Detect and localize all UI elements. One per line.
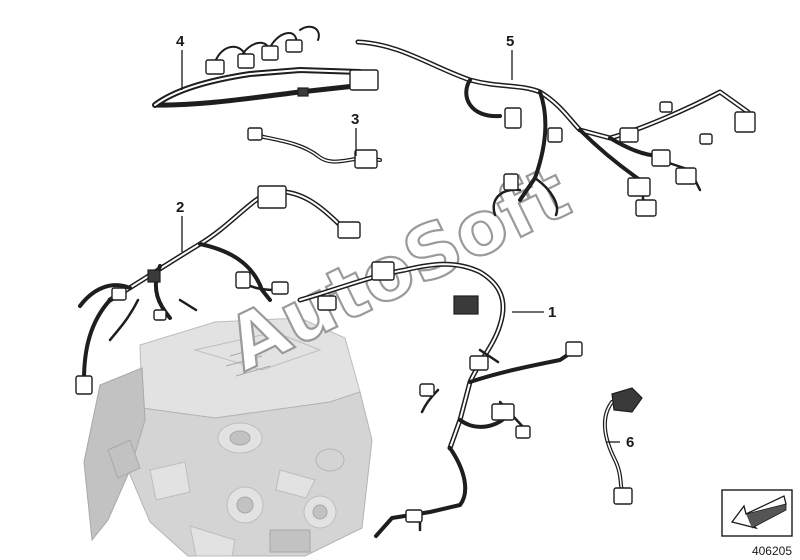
arrow-down-left-icon <box>730 495 787 530</box>
callout-1: 1 <box>548 304 556 321</box>
callout-2: 2 <box>176 199 184 216</box>
harness-4-drawing <box>152 25 379 108</box>
harness-3-drawing <box>247 127 382 169</box>
callout-4: 4 <box>176 33 185 50</box>
diagram-id: 406205 <box>751 544 792 558</box>
callout-3: 3 <box>351 111 359 128</box>
callout-6: 6 <box>626 434 634 451</box>
harness-2-drawing <box>75 185 361 395</box>
harness-5-drawing <box>355 39 756 217</box>
callout-5: 5 <box>506 33 514 50</box>
harness-1-drawing <box>297 261 583 538</box>
nav-arrow-box[interactable] <box>721 489 793 537</box>
engine-illustration <box>83 317 373 557</box>
harness-6-drawing <box>603 387 643 505</box>
